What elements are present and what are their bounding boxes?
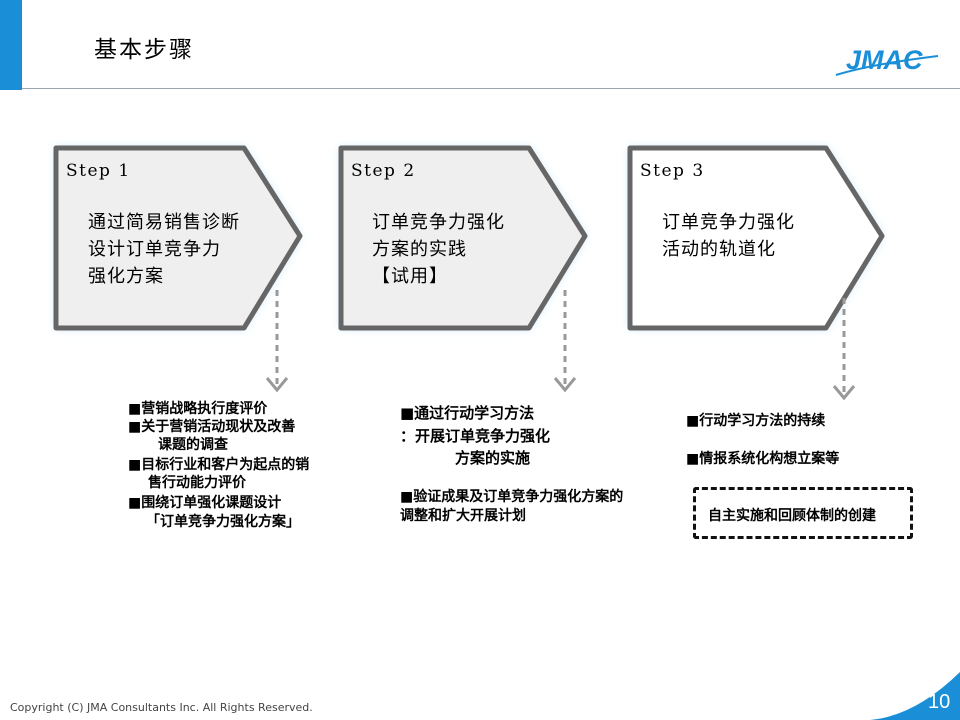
step-1-note: ■营销战略执行度评价	[128, 401, 268, 417]
logo-text: JMAC	[846, 45, 923, 75]
step-1-down-arrow-icon	[265, 290, 289, 393]
step-1-note: 「订单竞争力强化方案」	[146, 514, 300, 530]
step-2-text-line: 【试用】	[372, 266, 448, 287]
page-corner-shape	[870, 672, 960, 720]
step-1-chevron	[53, 145, 303, 331]
step-1-text-line: 通过简易销售诊断	[88, 212, 240, 233]
step-3-note: ■情报系统化构想立案等	[686, 451, 840, 467]
step-1-text-line: 设计订单竞争力	[88, 239, 221, 260]
step-1-note: ■围绕订单强化课题设计	[128, 495, 282, 511]
step-1-note: ■关于营销活动现状及改善	[128, 419, 296, 435]
step-3-label: Step 3	[640, 161, 705, 181]
jmac-logo: JMAC	[835, 45, 939, 76]
step-2-note: ■验证成果及订单竞争力强化方案的	[400, 489, 624, 505]
step-3-down-arrow-icon	[832, 298, 856, 401]
step-1-note: 课题的调查	[158, 437, 228, 453]
step-2-note: 方案的实施	[455, 449, 531, 467]
step-2-note: ：开展订单竞争力强化	[400, 427, 551, 445]
step-2-text-line: 方案的实践	[372, 239, 467, 260]
step-1-note: ■目标行业和客户为起点的销	[128, 457, 310, 473]
step-2-chevron	[338, 145, 588, 331]
step-2-text-line: 订单竞争力强化	[372, 212, 505, 233]
step-3-chevron	[627, 145, 885, 331]
step-2-note: ■通过行动学习方法	[400, 404, 535, 422]
copyright-text: Copyright (C) JMA Consultants Inc. All R…	[10, 701, 313, 714]
step-3-text-line: 活动的轨道化	[662, 239, 776, 260]
step-3-text-line: 订单竞争力强化	[662, 212, 795, 233]
step-3-note: ■行动学习方法的持续	[686, 413, 826, 429]
self-implementation-text: 自主实施和回顾体制的创建	[708, 508, 876, 524]
header-divider	[22, 88, 960, 89]
self-implementation-box	[693, 487, 913, 539]
step-1-note: 售行动能力评价	[148, 475, 246, 491]
step-1-text-line: 强化方案	[88, 266, 164, 287]
page-title: 基本步骤	[94, 37, 194, 63]
step-2-label: Step 2	[351, 161, 416, 181]
step-1-label: Step 1	[66, 161, 131, 181]
header-accent-bar	[0, 0, 22, 90]
step-2-down-arrow-icon	[553, 290, 577, 393]
page-number: 10	[928, 691, 951, 713]
step-2-note: 调整和扩大开展计划	[400, 508, 526, 524]
